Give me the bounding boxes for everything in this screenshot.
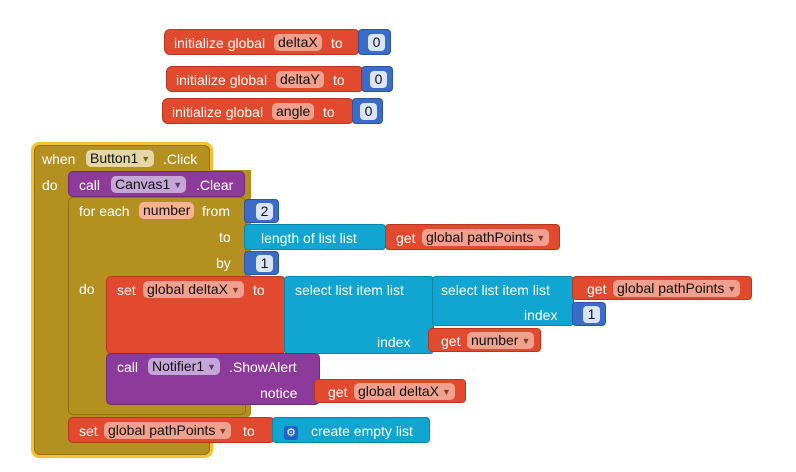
init-global-angle-block[interactable]: initialize global angle to [162,98,354,124]
for-each-label: for each [79,203,130,219]
select-list-item-label: select list item list [441,282,550,298]
from-label: from [202,203,230,219]
chevron-down-icon: ▼ [141,154,151,164]
to-label: to [331,35,343,51]
number-value[interactable]: 0 [368,34,385,51]
number-value[interactable]: 2 [256,203,273,220]
to-label: to [323,104,335,120]
index-label: index [377,334,411,350]
init-global-label: initialize global [172,104,264,120]
do-label: do [79,281,95,297]
init-global-label: initialize global [176,72,268,88]
get-label: get [328,384,348,400]
to-label: to [253,282,265,298]
set-label: set [79,423,98,439]
chevron-down-icon: ▼ [536,233,546,243]
to-label: to [219,229,231,245]
get-label: get [587,281,607,297]
chevron-down-icon: ▼ [727,284,737,294]
chevron-down-icon: ▼ [441,387,451,397]
get-label: get [441,333,461,349]
index-number-block[interactable]: 1 [572,302,606,326]
when-label: when [42,151,76,167]
number-value[interactable]: 1 [256,255,273,272]
select-list-item-inner-block[interactable]: select list item list index [432,276,574,326]
chevron-down-icon: ▼ [173,180,183,190]
to-label: to [243,423,255,439]
chevron-down-icon: ▼ [218,426,228,436]
number-block[interactable]: 0 [361,66,393,92]
global-name-field[interactable]: deltaX [274,34,322,51]
variable-name: number [471,332,519,348]
component-dropdown[interactable]: Canvas1▼ [111,176,187,193]
variable-name: global pathPoints [426,229,534,245]
global-name-field[interactable]: deltaY [276,71,324,88]
variable-dropdown[interactable]: global deltaX▼ [143,281,244,298]
method-name: .ShowAlert [229,359,297,375]
variable-name: global deltaX [358,383,439,399]
component-name: Button1 [90,150,139,166]
number-block[interactable]: 0 [352,98,383,124]
call-label: call [117,359,139,375]
component-name: Canvas1 [115,176,171,192]
get-label: get [396,230,416,246]
call-canvas-clear-block[interactable]: call Canvas1▼ .Clear [68,171,245,197]
component-name: Notifier1 [152,358,205,374]
get-global-pathpoints-block[interactable]: get global pathPoints▼ [385,224,560,250]
by-label: by [216,255,231,271]
gear-icon[interactable]: ⚙ [284,423,298,440]
init-global-deltay-block[interactable]: initialize global deltaY to [166,66,364,92]
variable-dropdown[interactable]: global pathPoints▼ [104,422,232,439]
number-value[interactable]: 0 [370,71,387,88]
call-notifier-showalert-block[interactable]: call Notifier1▼ .ShowAlert notice [106,353,320,405]
variable-dropdown[interactable]: global pathPoints▼ [422,229,550,246]
chevron-down-icon: ▼ [521,336,531,346]
create-empty-list-label: create empty list [311,423,413,439]
get-global-pathpoints-block[interactable]: get global pathPoints▼ [572,276,752,300]
to-label: to [333,72,345,88]
number-value[interactable]: 1 [583,306,600,323]
loop-variable-field[interactable]: number [139,202,195,219]
select-list-item-label: select list item list [295,282,404,298]
method-name: .Clear [196,177,234,193]
call-label: call [79,177,101,193]
component-dropdown[interactable]: Button1▼ [86,150,155,167]
set-global-deltax-block[interactable]: set global deltaX▼ to [106,276,286,354]
chevron-down-icon: ▼ [207,362,217,372]
notice-label: notice [260,385,298,401]
length-of-list-label: length of list list [261,230,357,246]
create-empty-list-block[interactable]: ⚙ create empty list [272,417,430,443]
variable-name: global pathPoints [617,280,725,296]
number-block[interactable]: 0 [358,29,391,55]
number-value[interactable]: 0 [360,103,377,120]
from-number-block[interactable]: 2 [244,199,279,223]
by-number-block[interactable]: 1 [244,251,279,275]
init-global-label: initialize global [174,35,266,51]
variable-name: global deltaX [147,281,228,297]
index-label: index [524,307,558,323]
chevron-down-icon: ▼ [230,285,240,295]
set-global-pathpoints-block[interactable]: set global pathPoints▼ to [68,417,275,443]
select-list-item-outer-block[interactable]: select list item list index [284,276,434,354]
variable-dropdown[interactable]: global pathPoints▼ [613,280,741,297]
get-global-deltax-block[interactable]: get global deltaX▼ [314,379,466,403]
variable-name: global pathPoints [108,422,216,438]
component-dropdown[interactable]: Notifier1▼ [148,358,221,375]
length-of-list-block[interactable]: length of list list [244,224,386,250]
variable-dropdown[interactable]: number▼ [467,332,535,349]
init-global-deltax-block[interactable]: initialize global deltaX to [164,29,360,55]
global-name-field[interactable]: angle [272,103,315,120]
get-number-block[interactable]: get number▼ [428,328,541,352]
event-name: .Click [163,151,198,167]
do-label: do [42,177,58,193]
set-label: set [117,282,136,298]
variable-dropdown[interactable]: global deltaX▼ [354,383,455,400]
